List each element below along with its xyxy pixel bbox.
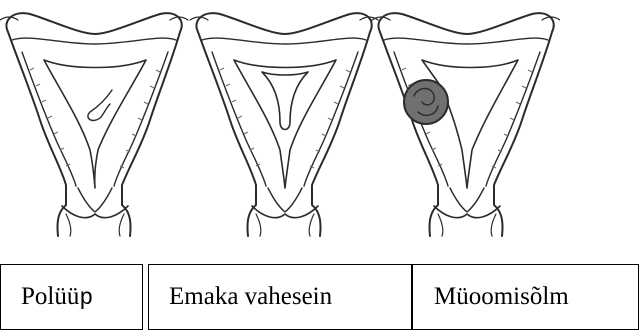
uterus-polyp-drawing	[0, 13, 188, 236]
uterus-fibroid-drawing	[372, 13, 560, 236]
label-cell-polyp: Polüüp	[0, 264, 143, 330]
label-cell-fibroid: Müoomisõlm	[412, 264, 639, 330]
label-septum: Emaka vahesein	[169, 283, 332, 311]
label-polyp: Polüüp	[21, 283, 93, 311]
uterus-septum-drawing	[190, 13, 378, 236]
label-fibroid: Müoomisõlm	[434, 283, 569, 311]
uterus-comparison-figure	[0, 0, 560, 238]
label-table: Polüüp Emaka vahesein Müoomisõlm	[0, 264, 639, 334]
label-cell-septum: Emaka vahesein	[148, 264, 412, 330]
